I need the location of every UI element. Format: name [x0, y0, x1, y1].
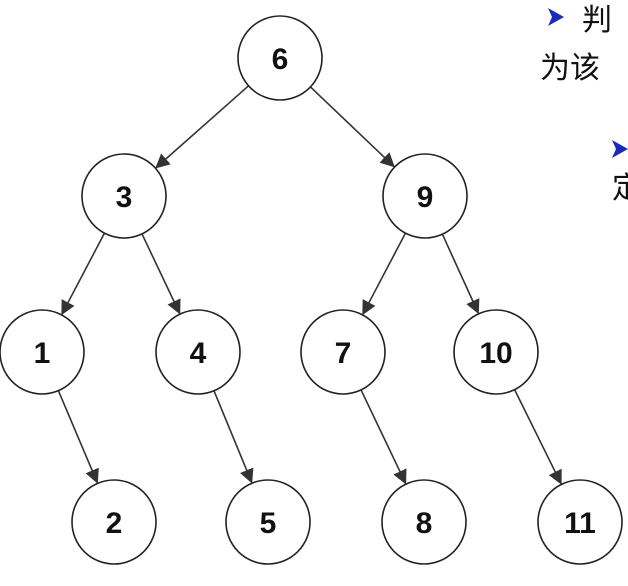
- node-label: 2: [106, 507, 123, 540]
- edge-n6-n3: [155, 85, 250, 169]
- side-text-line1: 判: [582, 3, 612, 38]
- edge-n3-n1: [61, 232, 106, 316]
- node-circle: [155, 309, 241, 395]
- side-bullet-2: [612, 140, 628, 158]
- tree-node-4: 4: [155, 309, 241, 395]
- node-circle: [71, 479, 157, 565]
- bullet-arrow-icon: [612, 140, 628, 158]
- tree-node-3: 3: [81, 153, 167, 239]
- node-label: 1: [34, 337, 51, 370]
- node-circle: [537, 479, 623, 565]
- tree-node-8: 8: [381, 479, 467, 565]
- side-text-line3: 定: [612, 171, 628, 206]
- side-text-line2: 为该: [540, 51, 600, 86]
- node-label: 10: [479, 337, 512, 370]
- node-label: 6: [272, 43, 289, 76]
- node-circle: [237, 15, 323, 101]
- node-label: 5: [260, 507, 277, 540]
- nodes-layer: 6 3 9 1 4 7 10 2 5 8 11: [0, 15, 623, 565]
- node-label: 8: [416, 507, 433, 540]
- node-circle: [381, 479, 467, 565]
- node-circle: [382, 153, 468, 239]
- tree-node-9: 9: [382, 153, 468, 239]
- edge-n9-n7: [362, 232, 407, 316]
- node-label: 7: [335, 337, 352, 370]
- bullet-arrow-icon: [548, 8, 564, 26]
- edge-n7-n8: [360, 389, 407, 485]
- node-label: 11: [564, 507, 596, 540]
- node-label: 3: [116, 181, 133, 214]
- edge-n3-n4: [141, 233, 181, 315]
- tree-node-10: 10: [453, 309, 539, 395]
- node-circle: [81, 153, 167, 239]
- node-circle: [300, 309, 386, 395]
- node-circle: [0, 309, 85, 395]
- edge-n9-n10: [441, 233, 480, 315]
- tree-node-6: 6: [237, 15, 323, 101]
- node-label: 9: [417, 181, 434, 214]
- node-label: 4: [190, 337, 207, 370]
- node-circle: [225, 479, 311, 565]
- edge-n1-n2: [57, 390, 99, 484]
- tree-node-7: 7: [300, 309, 386, 395]
- edge-n4-n5: [213, 390, 254, 484]
- edge-n10-n11: [513, 389, 562, 485]
- side-bullet-1: 判: [548, 3, 612, 38]
- edges-layer: [57, 85, 562, 485]
- edge-n6-n9: [309, 86, 395, 168]
- tree-node-5: 5: [225, 479, 311, 565]
- tree-node-2: 2: [71, 479, 157, 565]
- tree-node-11: 11: [537, 479, 623, 565]
- tree-node-1: 1: [0, 309, 85, 395]
- node-circle: [453, 309, 539, 395]
